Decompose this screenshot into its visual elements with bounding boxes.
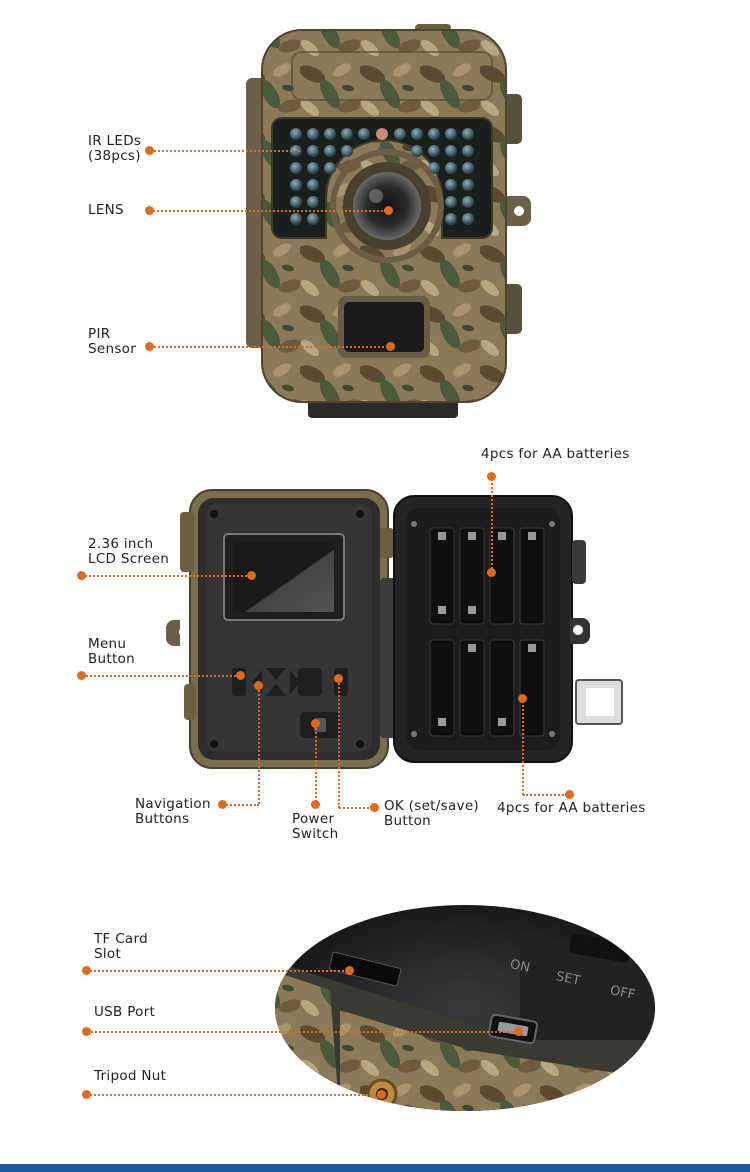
callout-end-batteries-top [487,568,496,577]
callout-end-batteries-bottom [518,694,527,703]
callout-end-power [311,719,320,728]
callout-end-lcd [247,571,256,580]
callout-dot-ir-leds [145,146,154,155]
label-tf-card-slot: TF Card Slot [94,931,148,962]
label-navigation-buttons: Navigation Buttons [135,796,211,827]
callout-line-tripod [87,1094,379,1096]
label-lcd-screen: 2.36 inch LCD Screen [88,536,170,567]
callout-line-ok-h [339,807,373,809]
switch-label-off: OFF [609,983,637,1003]
callout-line-tf [87,970,347,972]
label-pir-sensor: PIR Sensor [88,326,137,357]
callout-end-nav [254,681,263,690]
label-batteries-bottom: 4pcs for AA batteries [497,800,646,816]
callout-dot-lcd [77,571,86,580]
callout-line-batteries-bottom-h [523,794,567,796]
callout-dot-pir [145,342,154,351]
camera-open [166,489,623,769]
callout-line-power [315,724,317,802]
label-tripod-nut: Tripod Nut [94,1068,167,1084]
callout-line-batteries-top [491,476,493,572]
label-ir-leds: IR LEDs (38pcs) [88,133,142,164]
callout-dot-nav [218,800,227,809]
switch-label-set: SET [555,969,582,989]
label-lens: LENS [88,202,124,218]
callout-dot-batteries-bottom [565,790,574,799]
callout-end-tf [345,966,354,975]
callout-line-lcd [82,575,250,577]
callout-dot-usb [82,1027,91,1036]
callout-end-tripod [377,1090,386,1099]
callout-dot-tf [82,966,91,975]
callout-line-nav-h [223,804,259,806]
callout-line-menu [82,675,240,677]
label-usb-port: USB Port [94,1004,156,1020]
callout-end-lens [384,206,393,215]
label-batteries-top: 4pcs for AA batteries [481,446,630,462]
callout-dot-lens [145,206,154,215]
label-power-switch: Power Switch [292,811,339,842]
label-menu-button: Menu Button [88,636,136,667]
callout-line-nav-v [258,686,260,804]
callout-end-menu [236,671,245,680]
callout-line-batteries-bottom-v [522,700,524,795]
callout-end-usb [514,1027,523,1036]
callout-end-pir [386,342,395,351]
label-ok-button: OK (set/save) Button [384,798,479,829]
switch-label-on: ON [509,957,532,976]
camera-bottom-zoom: ON SET OFF [275,905,655,1111]
callout-line-ir-leds [150,150,300,152]
callout-end-ok [334,674,343,683]
camera-front [246,24,531,418]
callout-dot-tripod [82,1090,91,1099]
callout-line-lens [150,210,386,212]
callout-line-ok-v [338,680,340,808]
callout-line-usb [87,1031,517,1033]
callout-dot-menu [77,671,86,680]
callout-dot-power [311,800,320,809]
bottom-bar [0,1164,750,1172]
callout-dot-ok [370,803,379,812]
callout-line-pir [150,346,388,348]
